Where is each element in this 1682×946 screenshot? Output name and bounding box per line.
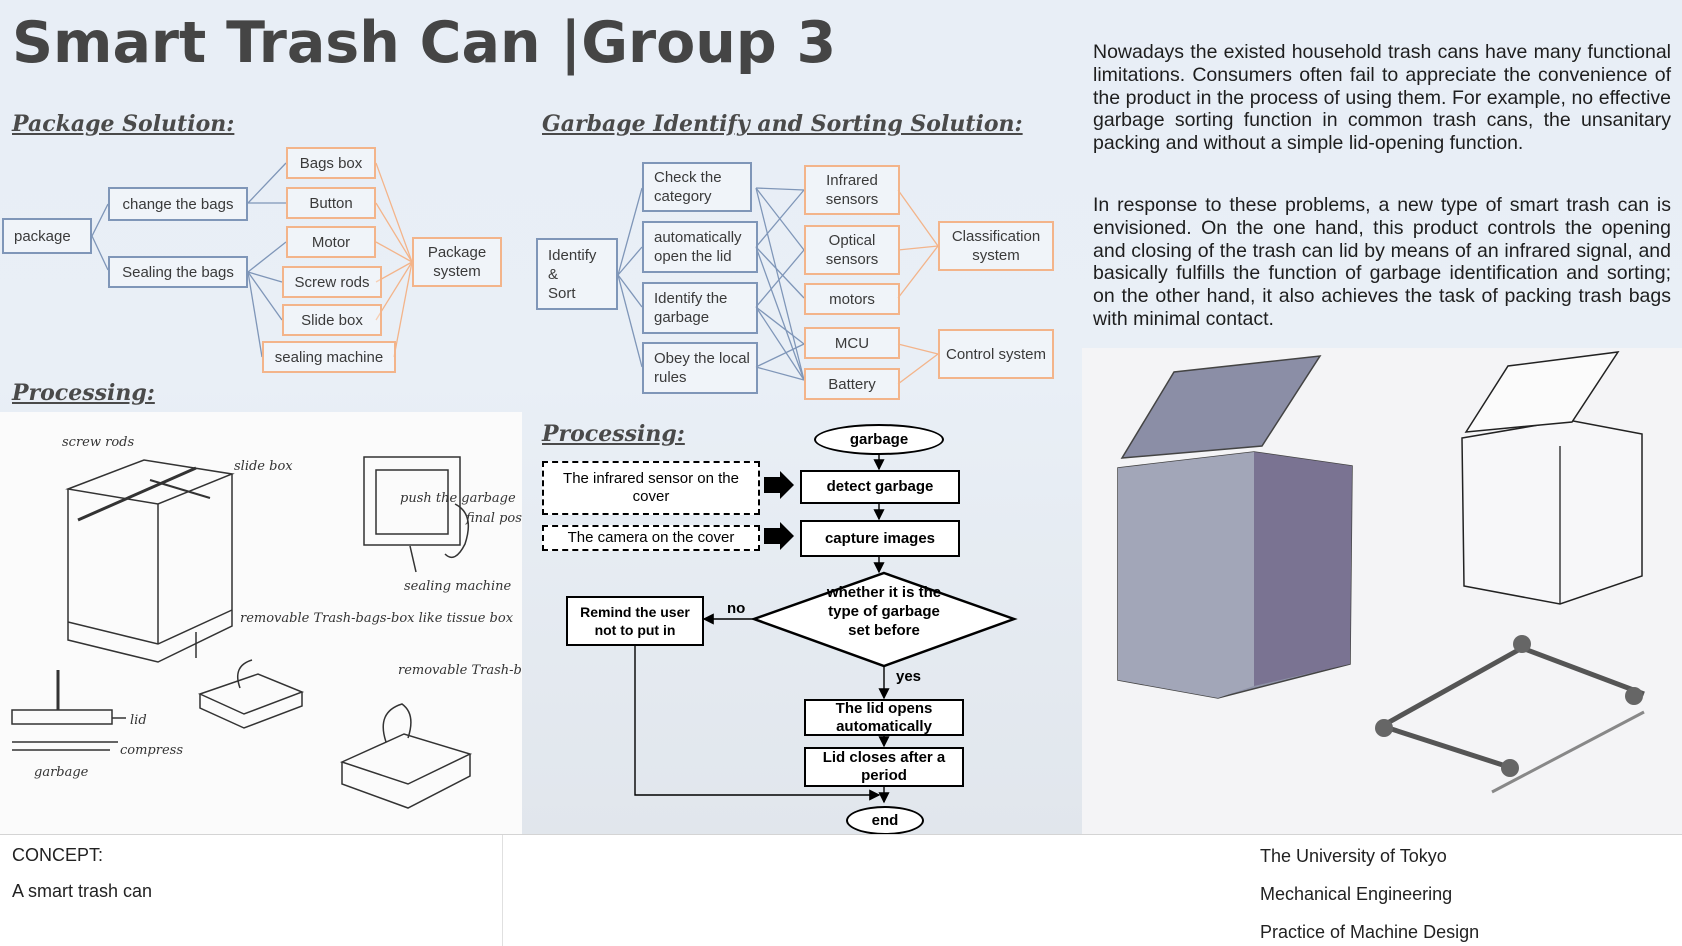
node-button: Button — [286, 187, 376, 219]
render-clear-body — [1461, 419, 1643, 605]
note-slide-box: slide box — [234, 459, 293, 474]
identify-sort-label: Identify & Sort — [548, 246, 597, 302]
flow-input-infrared: The infrared sensor on the cover — [542, 461, 760, 515]
node-package: package — [2, 218, 92, 254]
node-motors: motors — [804, 283, 900, 315]
node-battery: Battery — [804, 368, 900, 400]
package-system-lines — [375, 162, 413, 358]
node-sealing-bags: Sealing the bags — [108, 256, 248, 288]
node-motor: Motor — [286, 226, 376, 258]
note-push: push the garbage — [400, 491, 516, 506]
note-sealing-machine: sealing machine — [404, 579, 512, 594]
node-classification-system: Classification system — [938, 221, 1054, 271]
render-frame — [1380, 645, 1645, 794]
node-infrared-sensors: Infrared sensors — [804, 165, 900, 215]
note-removable-2: removable Trash-bags-box like tissue box — [398, 663, 522, 678]
flow-remind-user: Remind the user not to put in — [566, 596, 704, 646]
render-drawing — [1117, 351, 1645, 794]
node-sealing-machine: sealing machine — [262, 341, 396, 373]
department: Mechanical Engineering — [1260, 884, 1453, 904]
node-control-system: Control system — [938, 329, 1054, 379]
flow-end: end — [846, 806, 924, 835]
sketch-drawing: screw rods slide box removable Trash-bag… — [11, 435, 672, 809]
page-title: Smart Trash Can |Group 3 — [12, 10, 837, 76]
flow-lid-opens: The lid opens automatically — [804, 699, 964, 736]
product-renders — [1082, 348, 1682, 834]
course: Practice of Machine Design — [1260, 922, 1480, 942]
concept-text: A smart trash can — [12, 881, 153, 901]
block-arrow-2 — [764, 522, 794, 550]
node-open-lid: automatically open the lid — [642, 221, 758, 273]
node-identify-sort: Identify & Sort — [536, 238, 618, 310]
flow-yes-label: yes — [896, 668, 922, 685]
note-garbage: garbage — [34, 765, 89, 780]
footer: CONCEPT: A smart trash can The Universit… — [0, 834, 1682, 946]
node-slide-box: Slide box — [282, 304, 382, 336]
flow-no-label: no — [727, 600, 746, 617]
intro-paragraph-1: Nowadays the existed household trash can… — [1093, 41, 1671, 155]
flow-lid-closes: Lid closes after a period — [804, 747, 964, 787]
flow-detect-garbage: detect garbage — [800, 470, 960, 504]
note-screw-rods: screw rods — [62, 435, 134, 450]
node-package-system: Package system — [412, 237, 502, 287]
flow-start: garbage — [814, 424, 944, 455]
node-check-category: Check the category — [642, 162, 752, 212]
block-arrow-1 — [764, 471, 794, 499]
flow-input-camera: The camera on the cover — [542, 525, 760, 551]
processing-heading-left: Processing: — [12, 380, 155, 406]
node-optical-sensors: Optical sensors — [804, 225, 900, 275]
node-change-bags: change the bags — [108, 187, 248, 221]
processing-heading-middle: Processing: — [542, 421, 685, 447]
node-bags-box: Bags box — [286, 147, 376, 179]
hand-sketch: screw rods slide box removable Trash-bag… — [0, 412, 672, 834]
intro-paragraph-2: In response to these problems, a new typ… — [1093, 194, 1671, 330]
sorting-system-lines — [897, 189, 939, 385]
decision-diamond — [750, 571, 1018, 668]
render-can-front — [1118, 452, 1254, 698]
render-clear-lid — [1464, 351, 1620, 433]
flow-capture-images: capture images — [800, 520, 960, 557]
node-screw-rods: Screw rods — [282, 266, 382, 298]
flowchart-arrows — [634, 455, 890, 804]
note-compress: compress — [120, 743, 183, 758]
node-local-rules: Obey the local rules — [642, 342, 758, 394]
package-tree-lines — [91, 162, 287, 358]
node-identify-garbage: Identify the garbage — [642, 282, 758, 334]
note-final-position: final position of box — [465, 511, 522, 526]
university: The University of Tokyo — [1260, 846, 1447, 866]
note-lid: lid — [130, 713, 147, 728]
node-mcu: MCU — [804, 327, 900, 359]
note-removable-1: removable Trash-bags-box like tissue box — [240, 611, 514, 626]
render-can-side — [1254, 452, 1352, 686]
flow-decision-text: whether it is the type of garbage set be… — [826, 584, 942, 639]
package-solution-heading: Package Solution: — [12, 111, 235, 137]
concept-label: CONCEPT: — [12, 845, 104, 865]
footer-divider — [502, 835, 503, 946]
sorting-tree-lines — [617, 187, 805, 381]
render-can-lid — [1120, 355, 1322, 459]
garbage-solution-heading: Garbage Identify and Sorting Solution: — [542, 111, 1023, 137]
